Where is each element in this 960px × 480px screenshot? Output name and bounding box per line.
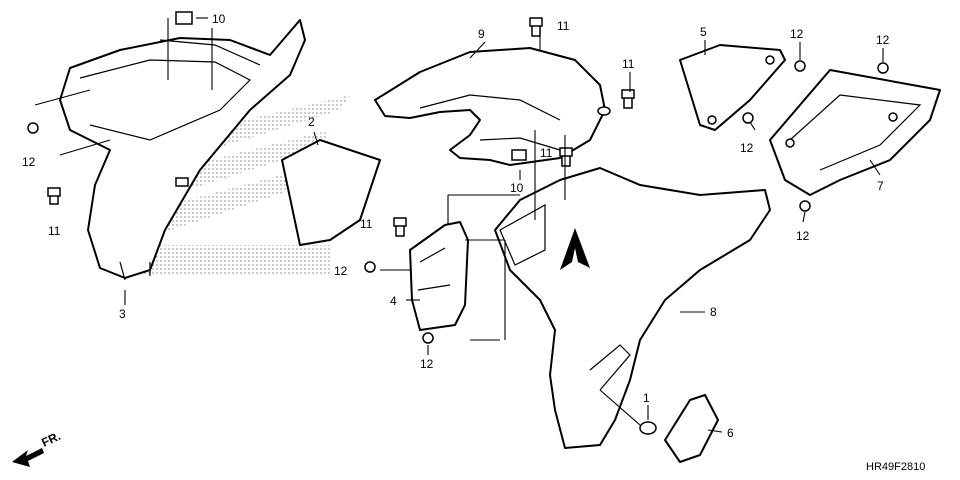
- callout-12g: 12: [796, 229, 810, 243]
- leader-lines: [34, 17, 884, 433]
- callout-6: 6: [727, 426, 734, 440]
- callout-11c: 11: [622, 57, 635, 71]
- bolt-icon: [799, 200, 811, 212]
- callout-12a: 12: [22, 155, 36, 169]
- callout-10b: 10: [510, 181, 524, 195]
- callout-11a: 11: [48, 224, 61, 238]
- callout-11e: 11: [360, 217, 373, 231]
- part-2-seal-sheet: [281, 139, 381, 246]
- arrow-icon: [12, 448, 44, 467]
- bolt-icon: [364, 261, 376, 273]
- callout-2: 2: [308, 115, 315, 129]
- clip-icon: [175, 177, 189, 187]
- bolt-icon: [877, 62, 889, 74]
- callout-12e: 12: [876, 33, 890, 47]
- front-direction-indicator: FR.: [12, 429, 63, 467]
- part-5-plate: [679, 44, 786, 131]
- callout-12f: 12: [740, 141, 754, 155]
- callout-11d: 11: [540, 146, 553, 160]
- clip-icon: [175, 11, 193, 25]
- screw-icon: [47, 187, 61, 205]
- callout-12b: 12: [334, 264, 348, 278]
- screw-icon: [621, 89, 635, 109]
- bolt-icon: [794, 60, 806, 72]
- part-9-upper-cover: [374, 47, 611, 166]
- part-10-clips: [175, 11, 527, 161]
- callout-7: 7: [877, 179, 884, 193]
- callout-8: 8: [710, 305, 717, 319]
- honda-wing-emblem-icon: [560, 228, 590, 270]
- callout-5: 5: [700, 25, 707, 39]
- callout-11b: 11: [557, 19, 570, 33]
- callout-12c: 12: [420, 357, 434, 371]
- callout-3: 3: [119, 307, 126, 321]
- callout-4: 4: [390, 294, 397, 308]
- clip-icon: [511, 149, 527, 161]
- part-8-main-side-cover: [494, 167, 771, 449]
- callout-12d: 12: [790, 27, 804, 41]
- screw-icon: [529, 17, 543, 37]
- grommet-icon: [597, 106, 611, 116]
- screw-icon: [559, 147, 573, 167]
- direction-label: FR.: [39, 429, 62, 450]
- callout-9: 9: [478, 27, 485, 41]
- callouts: 1 2 3 4 5 6 7 8 9 10 10 11 11 11 11 11 1…: [22, 12, 890, 440]
- part-7-right-panel: [769, 69, 941, 196]
- part-3-left-side-cover: [59, 19, 306, 281]
- part-4-inner-bracket: [409, 221, 469, 331]
- bolt-icon: [422, 332, 434, 344]
- part-6-cap: [664, 394, 719, 463]
- fasteners: [27, 17, 889, 344]
- screw-icon: [393, 217, 407, 237]
- diagram-code: HR49F2810: [866, 461, 925, 473]
- bolt-icon: [742, 112, 754, 124]
- callout-10a: 10: [212, 12, 226, 26]
- callout-1: 1: [643, 391, 650, 405]
- bolt-icon: [27, 122, 39, 134]
- part-1-grommet: [639, 421, 657, 435]
